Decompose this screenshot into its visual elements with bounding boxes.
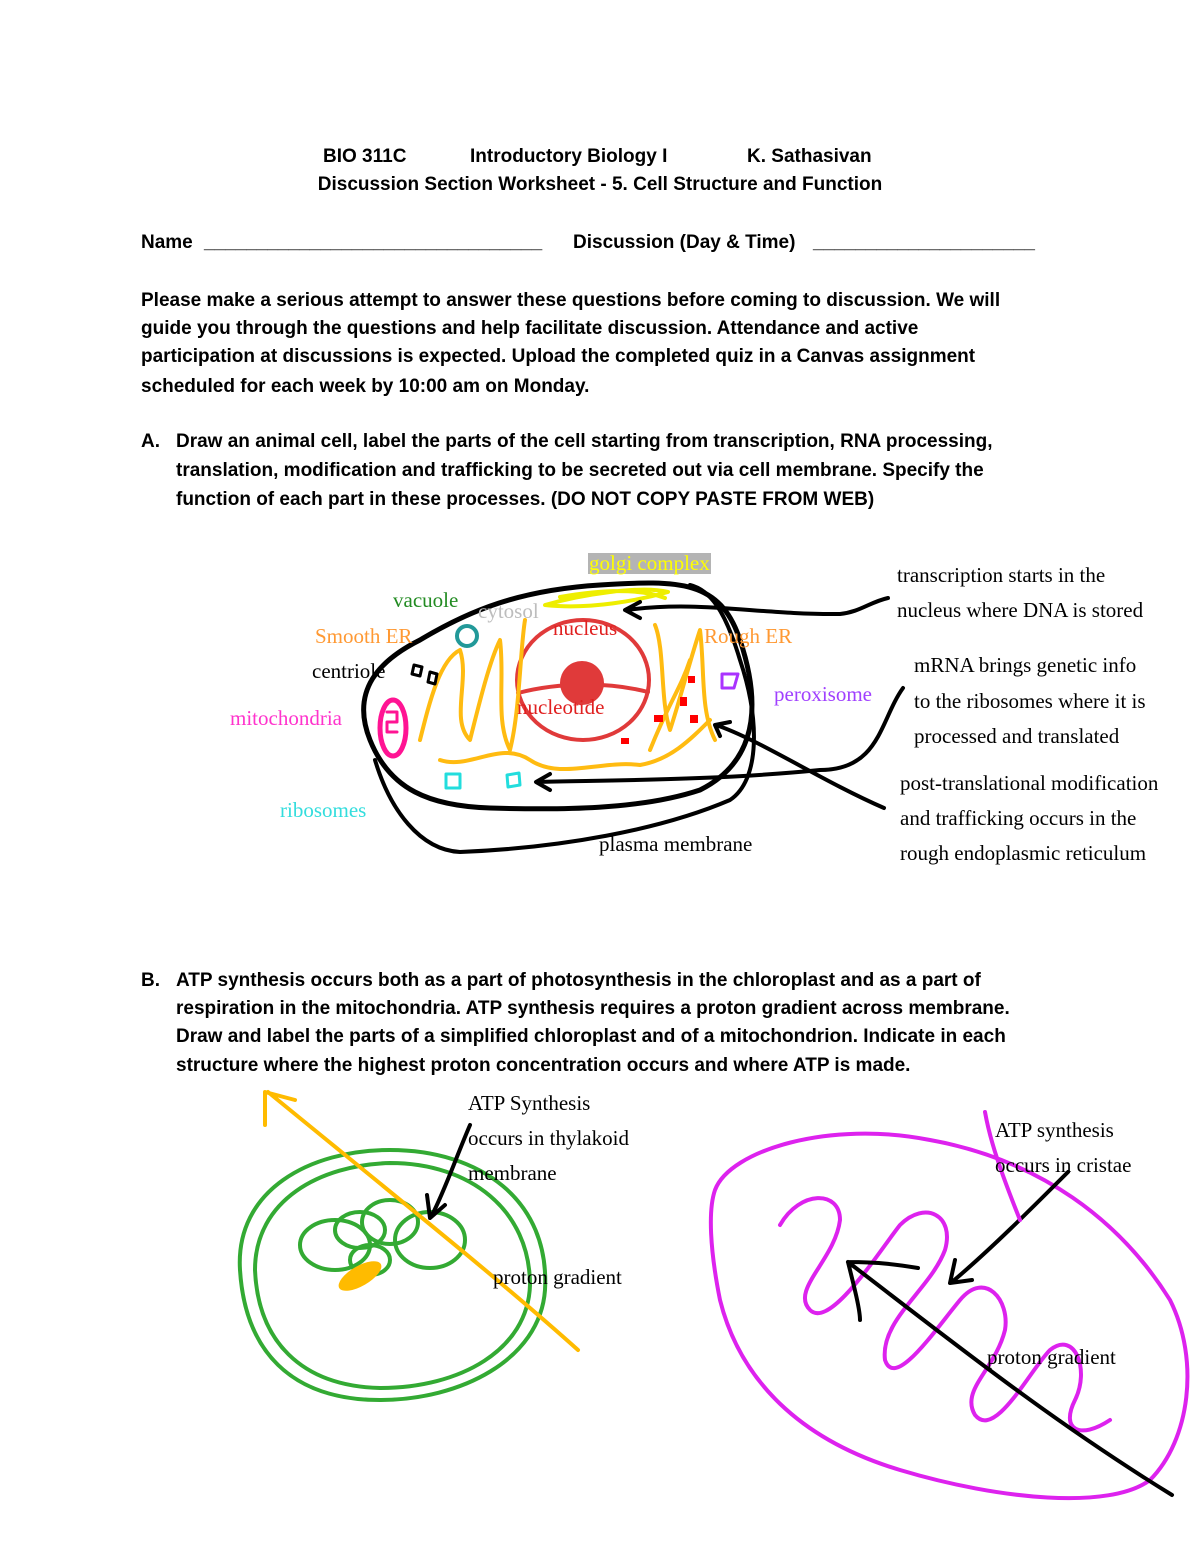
rough-er-ribosomes bbox=[621, 676, 698, 744]
note-modification: and trafficking occurs in the bbox=[900, 806, 1137, 830]
label-golgi: golgi complex bbox=[588, 551, 711, 575]
instructor: K. Sathasivan bbox=[747, 146, 872, 167]
question-b-marker: B. bbox=[141, 970, 160, 991]
note-transcription: transcription starts in the bbox=[897, 563, 1106, 587]
nucleolus-drawing bbox=[560, 661, 604, 705]
peroxisome-drawing bbox=[720, 672, 740, 690]
name-field[interactable]: ________________________________ bbox=[204, 232, 543, 253]
note-modification: post-translational modification bbox=[900, 771, 1159, 795]
er-drawing bbox=[418, 618, 717, 772]
chloroplast-proton-label: proton gradient bbox=[493, 1265, 622, 1289]
label-rough-er: Rough ER bbox=[704, 624, 793, 648]
plasma-membrane-outline-outer bbox=[373, 583, 756, 854]
question-a-line: function of each part in these processes… bbox=[176, 489, 875, 510]
mitochondrion-label: occurs in cristae bbox=[995, 1153, 1132, 1177]
instructions-line: scheduled for each week by 10:00 am on M… bbox=[141, 376, 590, 397]
question-b-line: structure where the highest proton conce… bbox=[176, 1055, 911, 1076]
centriole-drawing bbox=[410, 663, 439, 686]
discussion-label: Discussion (Day & Time) bbox=[573, 232, 796, 253]
ribosome-drawing bbox=[505, 771, 522, 789]
starch-grain bbox=[338, 1261, 382, 1291]
note-transcription: nucleus where DNA is stored bbox=[897, 598, 1144, 622]
question-b-line: respiration in the mitochondria. ATP syn… bbox=[176, 998, 1010, 1019]
label-ribosomes: ribosomes bbox=[280, 798, 367, 822]
instructions-line: participation at discussions is expected… bbox=[141, 346, 976, 367]
instructions-line: guide you through the questions and help… bbox=[141, 318, 919, 339]
mitochondria-drawing bbox=[377, 697, 409, 759]
note-mrna: mRNA brings genetic info bbox=[914, 653, 1137, 677]
mitochondrion-label: ATP synthesis bbox=[995, 1118, 1114, 1142]
arrow-proton-gradient-chloroplast bbox=[263, 1090, 580, 1352]
question-b-line: ATP synthesis occurs both as a part of p… bbox=[176, 970, 981, 991]
note-mrna: processed and translated bbox=[914, 724, 1120, 748]
arrow-mrna bbox=[534, 686, 905, 792]
ribosome-drawing bbox=[444, 772, 462, 790]
arrow-proton-gradient-mito bbox=[846, 1260, 1174, 1497]
course-title: Introductory Biology I bbox=[470, 146, 668, 167]
nucleus-drawing bbox=[515, 618, 651, 742]
label-centriole: centriole bbox=[312, 659, 386, 683]
question-a-line: translation, modification and traffickin… bbox=[176, 460, 984, 481]
chloroplast-label: ATP Synthesis bbox=[468, 1091, 591, 1115]
name-label: Name bbox=[141, 232, 193, 253]
question-a-marker: A. bbox=[141, 431, 160, 452]
plasma-membrane-outline bbox=[361, 580, 755, 812]
label-smooth-er: Smooth ER bbox=[315, 624, 413, 648]
course-code: BIO 311C bbox=[323, 146, 407, 167]
chloroplast-label: occurs in thylakoid bbox=[468, 1126, 629, 1150]
mitochondrion-proton-label: proton gradient bbox=[987, 1345, 1116, 1369]
label-nucleotide: nucleotide bbox=[517, 695, 605, 719]
label-cytosol: cytosol bbox=[478, 599, 539, 623]
chloroplast-label: membrane bbox=[468, 1161, 557, 1185]
label-nucleus: nucleus bbox=[553, 616, 618, 640]
question-b-line: Draw and label the parts of a simplified… bbox=[176, 1026, 1006, 1047]
label-peroxisome: peroxisome bbox=[774, 682, 872, 706]
note-modification: rough endoplasmic reticulum bbox=[900, 841, 1147, 865]
arrow-atp-thylakoid bbox=[425, 1123, 472, 1220]
worksheet-subtitle: Discussion Section Worksheet - 5. Cell S… bbox=[317, 174, 883, 195]
label-plasma-membrane: plasma membrane bbox=[599, 832, 753, 856]
golgi-drawing bbox=[543, 587, 670, 609]
arrow-modification bbox=[713, 720, 886, 810]
arrow-atp-cristae bbox=[948, 1170, 1070, 1285]
label-mitochondria: mitochondria bbox=[230, 706, 342, 730]
mitochondrion-drawing bbox=[708, 1131, 1190, 1501]
note-mrna: to the ribosomes where it is bbox=[914, 689, 1146, 713]
arrow-transcription bbox=[623, 596, 890, 620]
vacuole-drawing bbox=[455, 624, 479, 648]
discussion-field[interactable]: _____________________ bbox=[813, 232, 1035, 253]
label-vacuole: vacuole bbox=[393, 588, 459, 612]
instructions-line: Please make a serious attempt to answer … bbox=[141, 290, 1001, 311]
question-a-line: Draw an animal cell, label the parts of … bbox=[176, 431, 993, 452]
chloroplast-drawing bbox=[237, 1148, 548, 1402]
